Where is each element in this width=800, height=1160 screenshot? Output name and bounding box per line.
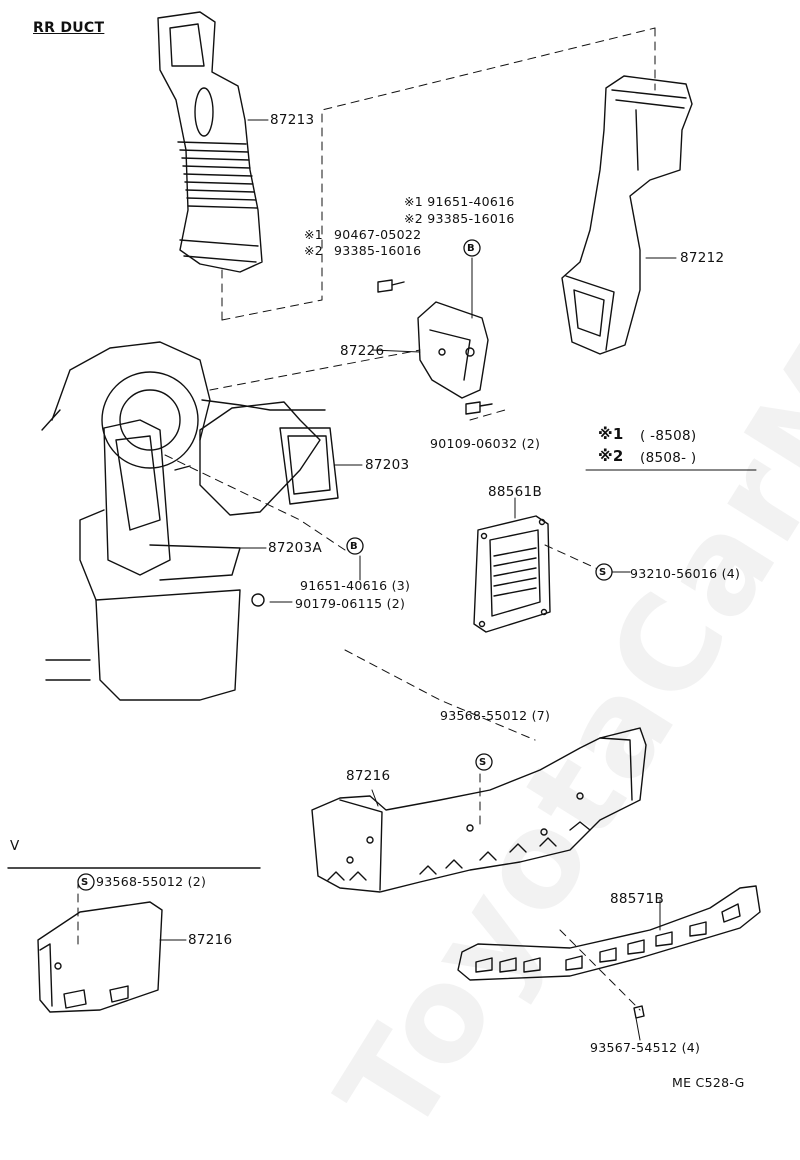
mark-b-top xyxy=(463,239,481,257)
mark-b-top-letter: B xyxy=(467,243,475,254)
circled-marks xyxy=(77,239,613,891)
label-s2-93385-left-mark: ※2 xyxy=(304,243,324,258)
label-87203A[interactable]: 87203A xyxy=(268,540,322,556)
legend-mark-1: ※1 xyxy=(598,425,624,443)
label-87216-v[interactable]: 87216 xyxy=(188,932,233,948)
label-93210[interactable]: 93210-56016 (4) xyxy=(630,566,741,581)
mark-s-mid xyxy=(475,753,493,771)
duct-87216-main-drawing xyxy=(311,727,647,893)
bracket-87226-drawing xyxy=(417,301,489,399)
label-87226[interactable]: 87226 xyxy=(340,343,385,359)
label-93567[interactable]: 93567-54512 (4) xyxy=(590,1040,701,1055)
label-87212[interactable]: 87212 xyxy=(680,250,725,266)
mark-s-right-letter: S xyxy=(599,567,607,578)
mark-b-mid xyxy=(346,537,364,555)
label-88571B[interactable]: 88571B xyxy=(610,891,665,907)
grille-88561B-drawing xyxy=(473,515,551,633)
screws-drawing xyxy=(251,279,645,1019)
label-91651-3[interactable]: 91651-40616 (3) xyxy=(300,578,411,593)
blower-unit-drawing xyxy=(41,341,339,701)
label-87216-main[interactable]: 87216 xyxy=(346,768,391,784)
label-90467[interactable]: 90467-05022 xyxy=(334,227,422,242)
parts-diagram xyxy=(7,11,761,1041)
legend-text-2: (8508- ) xyxy=(640,450,697,466)
duct-87213-drawing xyxy=(157,11,263,273)
duct-87216-v-drawing xyxy=(7,867,261,1013)
mark-s-v xyxy=(77,873,95,891)
bar-88571B-drawing xyxy=(457,885,761,981)
label-90179[interactable]: 90179-06115 (2) xyxy=(295,596,406,611)
drawing-code: ME C528-G xyxy=(672,1075,745,1090)
label-90109[interactable]: 90109-06032 (2) xyxy=(430,436,541,451)
label-88561B[interactable]: 88561B xyxy=(488,484,543,500)
duct-87212-drawing xyxy=(561,75,693,355)
mark-s-mid-letter: S xyxy=(479,757,487,768)
label-s1-91651[interactable]: ※1 91651-40616 xyxy=(404,194,515,209)
label-s1-90467-mark: ※1 xyxy=(304,227,324,242)
diagram-title: RR DUCT xyxy=(33,20,105,36)
mark-s-right xyxy=(595,563,613,581)
legend-text-1: ( -8508) xyxy=(640,428,697,444)
legend-mark-2: ※2 xyxy=(598,447,624,465)
section-v-label: V xyxy=(10,838,20,854)
label-93568-2[interactable]: 93568-55012 (2) xyxy=(96,874,207,889)
label-93568-7[interactable]: 93568-55012 (7) xyxy=(440,708,551,723)
label-87213[interactable]: 87213 xyxy=(270,112,315,128)
mark-s-v-letter: S xyxy=(81,877,89,888)
leader-lines xyxy=(159,119,757,1041)
label-87203[interactable]: 87203 xyxy=(365,457,410,473)
mark-b-mid-letter: B xyxy=(350,541,358,552)
label-93385-left[interactable]: 93385-16016 xyxy=(334,243,422,258)
connector-dashes xyxy=(77,27,656,1011)
label-s2-93385-top[interactable]: ※2 93385-16016 xyxy=(404,211,515,226)
